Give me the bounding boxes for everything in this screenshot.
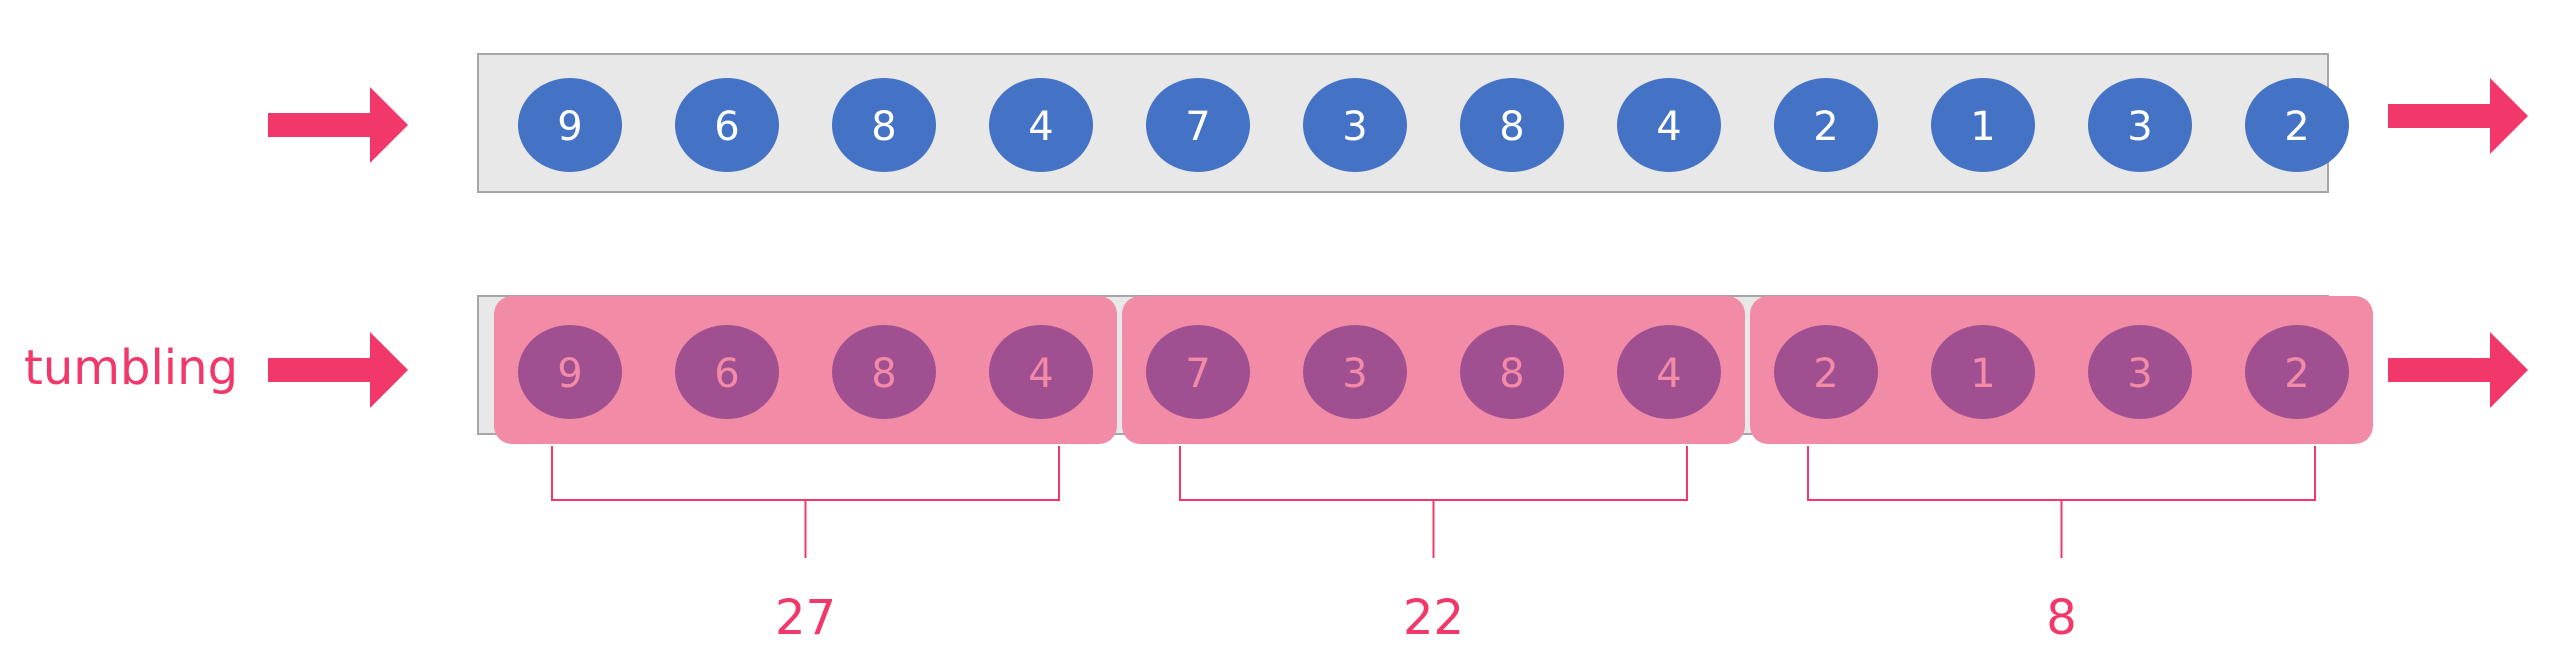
window-node: 8	[832, 325, 936, 419]
window-node: 9	[518, 325, 622, 419]
tumbling-window-box	[494, 296, 1117, 444]
window-node-circle	[1303, 325, 1407, 419]
tumbling-window: 7 3 8 4 22	[1122, 296, 1745, 646]
stream-node-value: 3	[1342, 104, 1367, 150]
window-node-circle	[1617, 325, 1721, 419]
stream-node: 9	[518, 78, 622, 172]
window-node-value: 3	[2127, 351, 2152, 397]
window-node: 7	[1146, 325, 1250, 419]
tumbling-window-box	[1750, 296, 2373, 444]
stream-node-value: 3	[2127, 104, 2152, 150]
stream-node: 2	[1774, 78, 1878, 172]
window-node: 6	[675, 325, 779, 419]
stream-node: 3	[2088, 78, 2192, 172]
right-arrow-icon	[2388, 332, 2528, 408]
stream-node: 8	[832, 78, 936, 172]
stream-node-circle	[1303, 78, 1407, 172]
stream-node-value: 7	[1185, 104, 1210, 150]
window-node: 4	[989, 325, 1093, 419]
stream-node-value: 4	[1028, 104, 1053, 150]
stream-node-value: 2	[2284, 104, 2309, 150]
window-node-value: 7	[1185, 351, 1210, 397]
window-node-circle	[2088, 325, 2192, 419]
flow-arrows	[268, 78, 2528, 408]
right-arrow-icon	[268, 87, 408, 163]
stream-row: 9 6 8 4 7 3 8 4 2 1 3 2	[477, 53, 2349, 193]
window-node-circle	[1931, 325, 2035, 419]
stream-node-value: 6	[714, 104, 739, 150]
window-node-circle	[518, 325, 622, 419]
stream-node-circle	[832, 78, 936, 172]
stream-node-circle	[675, 78, 779, 172]
window-node: 2	[2245, 325, 2349, 419]
tumbling-label: tumbling	[24, 340, 238, 396]
window-sum-bracket	[1807, 446, 2316, 558]
tumbling-window: 9 6 8 4 27	[494, 296, 1117, 646]
window-node-value: 1	[1970, 351, 1995, 397]
window-node-value: 8	[871, 351, 896, 397]
window-node: 2	[1774, 325, 1878, 419]
stream-node-circle	[1617, 78, 1721, 172]
stream-node-value: 8	[1499, 104, 1524, 150]
window-node-value: 4	[1028, 351, 1053, 397]
stream-node: 3	[1303, 78, 1407, 172]
window-node-value: 4	[1656, 351, 1681, 397]
tumbling-window: 2 1 3 2 8	[1750, 296, 2373, 646]
stream-node-circle	[518, 78, 622, 172]
tumbling-window-box	[1122, 296, 1745, 444]
stream-node-value: 1	[1970, 104, 1995, 150]
window-node-value: 8	[1499, 351, 1524, 397]
window-sum-bracket	[1179, 446, 1688, 558]
stream-node-circle	[1774, 78, 1878, 172]
stream-node-circle	[2245, 78, 2349, 172]
stream-node-circle	[1460, 78, 1564, 172]
window-sum: 8	[2046, 590, 2077, 646]
stream-node: 1	[1931, 78, 2035, 172]
stream-node-circle	[989, 78, 1093, 172]
window-node: 1	[1931, 325, 2035, 419]
stream-node: 4	[1617, 78, 1721, 172]
window-node-circle	[1774, 325, 1878, 419]
stream-node-circle	[1931, 78, 2035, 172]
stream-node: 4	[989, 78, 1093, 172]
stream-node-value: 8	[871, 104, 896, 150]
stream-node-circle	[2088, 78, 2192, 172]
window-node-circle	[1460, 325, 1564, 419]
right-arrow-icon	[2388, 78, 2528, 154]
stream-node: 7	[1146, 78, 1250, 172]
window-node: 3	[2088, 325, 2192, 419]
window-node-value: 6	[714, 351, 739, 397]
stream-node-value: 4	[1656, 104, 1681, 150]
window-node: 4	[1617, 325, 1721, 419]
window-sum: 27	[775, 590, 836, 646]
window-node-circle	[1146, 325, 1250, 419]
window-node-value: 2	[1813, 351, 1838, 397]
window-node: 8	[1460, 325, 1564, 419]
window-node-value: 9	[557, 351, 582, 397]
window-node-circle	[832, 325, 936, 419]
stream-node-circle	[1146, 78, 1250, 172]
window-node-value: 2	[2284, 351, 2309, 397]
window-node-circle	[989, 325, 1093, 419]
window-node-circle	[2245, 325, 2349, 419]
window-sum: 22	[1403, 590, 1464, 646]
stream-node-value: 9	[557, 104, 582, 150]
window-node-value: 3	[1342, 351, 1367, 397]
stream-node: 6	[675, 78, 779, 172]
stream-node: 2	[2245, 78, 2349, 172]
window-node-circle	[675, 325, 779, 419]
window-node: 3	[1303, 325, 1407, 419]
stream-nodes: 9 6 8 4 7 3 8 4 2 1 3 2	[518, 78, 2349, 172]
right-arrow-icon	[268, 332, 408, 408]
stream-node-value: 2	[1813, 104, 1838, 150]
window-sum-bracket	[551, 446, 1060, 558]
stream-node: 8	[1460, 78, 1564, 172]
